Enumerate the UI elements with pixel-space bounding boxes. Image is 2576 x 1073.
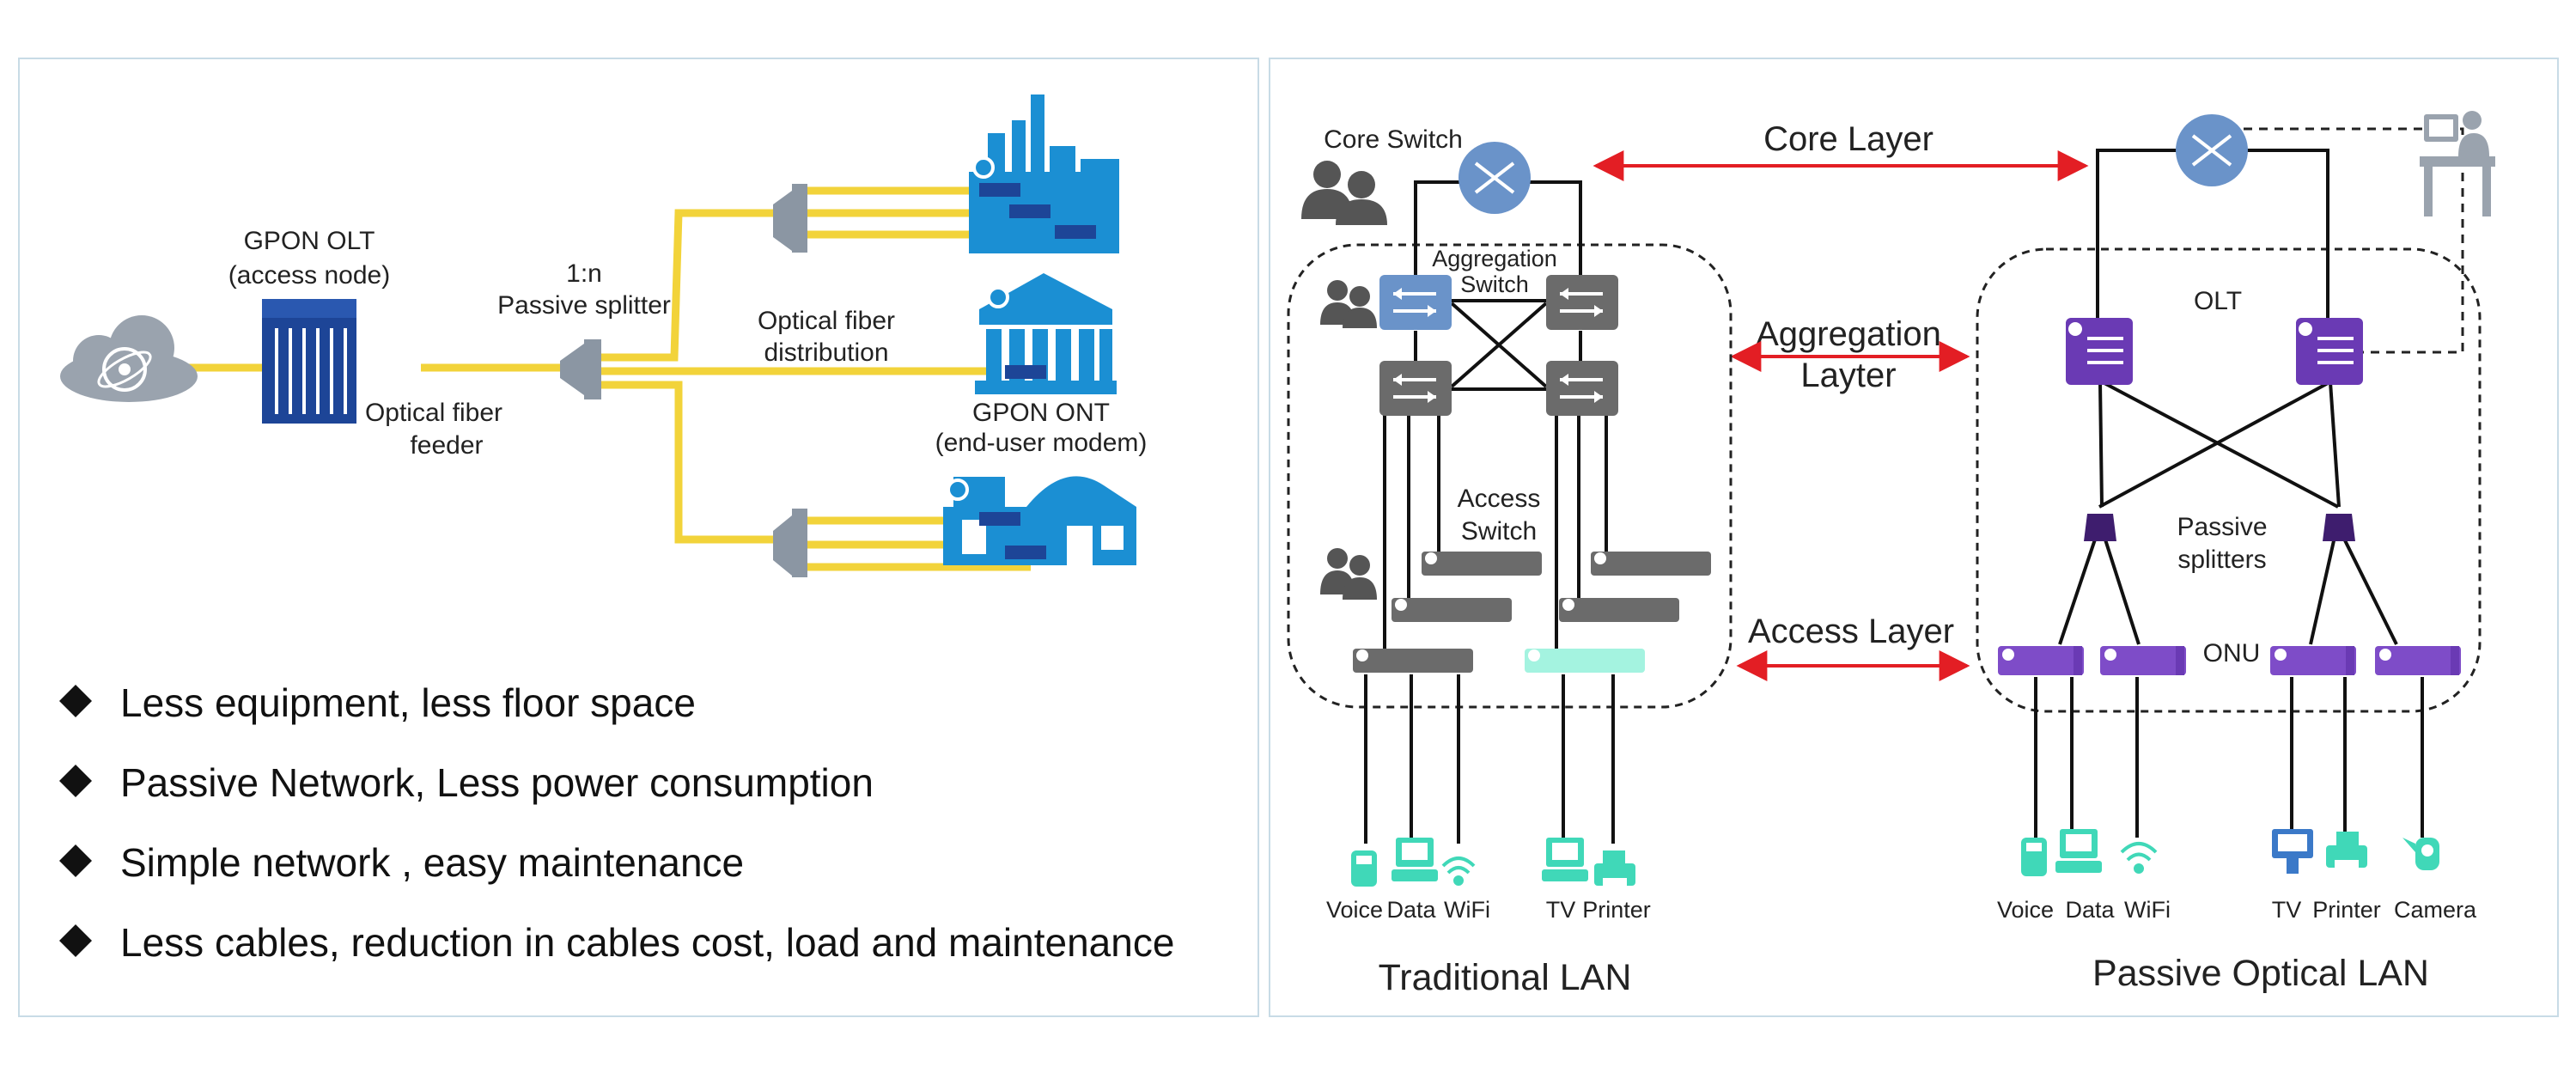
house-icon	[943, 476, 1136, 565]
aggregation-switch-label-1: Aggregation	[1432, 246, 1557, 271]
lower-splitter-icon	[773, 509, 807, 577]
traditional-lan-title: Traditional LAN	[1379, 957, 1632, 998]
aggregation-switch-left	[1379, 275, 1452, 330]
bullet-diamond-icon	[59, 765, 92, 797]
traditional-lan-boundary	[1287, 243, 1733, 709]
gpon-olt-icon	[262, 299, 356, 424]
ont-sub-label: (end-user modem)	[935, 429, 1148, 457]
feeder-label-2: feeder	[410, 431, 483, 460]
computer-icon	[1392, 838, 1438, 881]
splitter-ratio-label: 1:n	[566, 259, 602, 288]
core-switch-label: Core Switch	[1324, 125, 1463, 154]
printer-icon	[2326, 832, 2367, 869]
left-panel	[18, 58, 1259, 1017]
traditional-core-switch-icon	[1459, 142, 1531, 214]
printer-icon	[1594, 850, 1635, 887]
pol-links	[2034, 149, 2424, 838]
bullet-diamond-icon	[59, 844, 92, 877]
pol-olt-label: OLT	[2194, 287, 2242, 315]
management-link	[2244, 127, 2464, 354]
users-icon-access	[1320, 548, 1377, 600]
aggregation-switch-right	[1546, 275, 1618, 330]
bullet-diamond-icon	[59, 924, 92, 957]
users-icon-aggregation	[1320, 280, 1377, 328]
traditional-devices	[1351, 838, 1635, 887]
olt-sub-label: (access node)	[228, 261, 390, 290]
splitters-label-2: splitters	[2177, 546, 2266, 574]
computer-icon	[2055, 829, 2102, 873]
internet-cloud-icon	[60, 315, 198, 402]
aggregation-switch-label-2: Switch	[1460, 271, 1529, 297]
device-label: TV	[2272, 897, 2302, 923]
pol-olt-right-icon	[2296, 318, 2363, 385]
access-switches	[1353, 552, 1711, 673]
traditional-device-labels: Voice Data WiFi TV Printer	[1326, 897, 1651, 923]
onu-label: ONU	[2203, 639, 2261, 668]
aggregation-layer-label-1: Aggregation	[1756, 315, 1941, 353]
bullet-4: Less cables, reduction in cables cost, l…	[120, 920, 1174, 965]
access-layer-label: Access Layer	[1748, 613, 1954, 650]
passive-splitter-right-icon	[2323, 514, 2355, 541]
splitter-icon	[560, 339, 601, 399]
distribution-label-2: distribution	[764, 338, 888, 367]
benefit-bullets: Less equipment, less floor space Passive…	[59, 680, 1174, 965]
device-label: TV	[1546, 897, 1576, 923]
passive-splitter-left-icon	[2084, 514, 2116, 541]
bullet-3: Simple network , easy maintenance	[120, 840, 744, 885]
tv-icon	[1542, 838, 1588, 881]
pol-devices	[2021, 829, 2439, 876]
phone-icon	[2021, 838, 2047, 876]
device-label: Voice	[1997, 897, 2054, 923]
device-label: Data	[2065, 897, 2115, 923]
users-icon	[1301, 161, 1387, 225]
camera-icon	[2402, 838, 2439, 870]
bullet-1: Less equipment, less floor space	[120, 680, 696, 725]
olt-label: GPON OLT	[244, 227, 375, 255]
management-workstation-icon	[2420, 111, 2495, 216]
onu-devices	[1998, 646, 2461, 675]
right-panel	[1269, 58, 2559, 1017]
pol-title: Passive Optical LAN	[2092, 953, 2429, 994]
pol-boundary	[1976, 247, 2482, 713]
splitters-label-1: Passive	[2177, 513, 2267, 541]
device-label: Data	[1386, 897, 1436, 923]
pol-core-switch-icon	[2176, 114, 2248, 186]
factory-icon	[969, 94, 1119, 253]
aggregation-layer-label-2: Layter	[1800, 357, 1896, 394]
upper-splitter-icon	[773, 184, 807, 253]
tv-icon	[2272, 829, 2313, 874]
ont-label: GPON ONT	[972, 399, 1110, 427]
wifi-icon	[2120, 842, 2158, 874]
splitter-label: Passive splitter	[497, 291, 671, 320]
bullet-diamond-icon	[59, 685, 92, 717]
bullet-2: Passive Network, Less power consumption	[120, 760, 874, 805]
device-label: Voice	[1326, 897, 1383, 923]
access-switch-label-1: Access	[1458, 485, 1541, 513]
device-label: Printer	[2312, 897, 2381, 923]
distribution-label-1: Optical fiber	[758, 307, 895, 335]
traditional-links	[1364, 180, 1615, 844]
device-label: Camera	[2394, 897, 2477, 923]
access-switch-label-2: Switch	[1461, 517, 1537, 546]
phone-icon	[1351, 850, 1377, 887]
core-layer-label: Core Layer	[1763, 120, 1934, 158]
feeder-label-1: Optical fiber	[365, 399, 502, 427]
wifi-icon	[1441, 857, 1476, 886]
institution-building-icon	[975, 273, 1117, 394]
pol-olt-left-icon	[2066, 318, 2133, 385]
device-label: WiFi	[2124, 897, 2171, 923]
device-label: Printer	[1582, 897, 1651, 923]
distribution-switch-left	[1379, 361, 1452, 416]
pol-device-labels: Voice Data WiFi TV Printer Camera	[1997, 897, 2477, 923]
device-label: WiFi	[1444, 897, 1490, 923]
distribution-switch-right	[1546, 361, 1618, 416]
